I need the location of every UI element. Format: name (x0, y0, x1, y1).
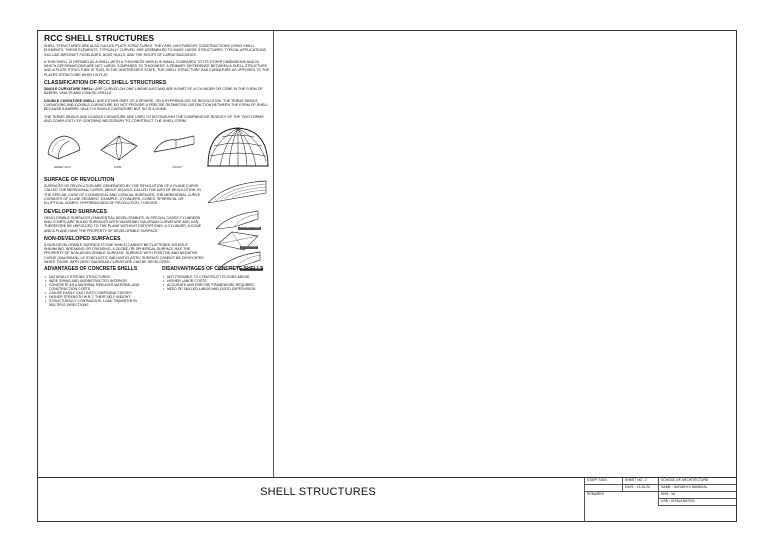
surface-of-revolution-section: SURFACE OF REVOLUTION SURFACES OF REVOLU… (44, 177, 270, 205)
advantages-list: NATURALLY STRONG STRUCTURES WIDE SPANS A… (44, 275, 152, 307)
usn-cell: USN : 01FA21BAT024 (658, 499, 736, 506)
single-curvature-text: ARE CURVED ON ONE LINEAR AXIS AND ARE A … (44, 87, 263, 96)
advantage-item: HIGHER STRENGTH W.R.T. THEIR SELF-WEIGHT (45, 295, 152, 299)
revolution-heading: SURFACE OF REVOLUTION (44, 177, 115, 184)
terms-paragraph: THE TERMS SINGLE AND DOUBLE CURVATURE AR… (44, 114, 264, 123)
dome-sketch (100, 135, 138, 161)
title-block: SHELL STRUCTURES STAFF SIGN SHEET NO : 2… (38, 477, 736, 522)
disadvantages-list: NOT POSSIBLE TO CONSTRUCT FLOORS ABOVE H… (162, 275, 270, 291)
non-developed-sketch-2 (217, 251, 261, 271)
sheet-no-cell: SHEET NO : 2 (622, 478, 658, 485)
nondeveloped-heading: NON-DEVELOPED SURFACES (44, 235, 121, 242)
disadvantage-item: ACCURATE AND PRECISE FRAMEWORK REQUIRED (163, 283, 270, 287)
classification-heading: CLASSIFICATION OF RCC SHELL STRUCTURES (44, 80, 167, 87)
dome-label: DOME (114, 166, 122, 170)
disadvantage-item: NOT POSSIBLE TO CONSTRUCT FLOORS ABOVE (163, 275, 270, 279)
drawing-sheet: RCC SHELL STRUCTURES SHELL STRUCTURES AR… (37, 30, 737, 522)
geodesic-dome-sketch (207, 127, 269, 167)
barrel-vault-sketch (47, 135, 81, 160)
vertical-divider (273, 31, 274, 477)
single-curvature-paragraph: SINGLE CURVATURE SHELL: ARE CURVED ON ON… (44, 87, 270, 96)
info-grid: STAFF SIGN SHEET NO : 2 SCHOOL OF ARCHIT… (584, 478, 736, 522)
advantage-item: CONCRETE AS A MATERIAL REDUCES MATERIAL … (45, 283, 152, 291)
date-cell: DATE : 13.10.24 (622, 485, 658, 492)
nondeveloped-tag-1: SYN. CONOID (240, 245, 259, 249)
double-curvature-paragraph: DOUBLE CURVATURE SHELL: ARE EITHER PART … (44, 99, 270, 112)
revolution-sketch (207, 180, 267, 204)
revolution-text: SURFACES OF REVOLUTION ARE GENERATED BY … (44, 184, 201, 206)
advantage-item: NATURALLY STRONG STRUCTURES (45, 275, 152, 279)
barrel-vault-label: BARREL VAULT (54, 166, 72, 170)
disadvantages-column: DISADVANTAGES OF CONCRETE SHELLS NOT POS… (162, 267, 270, 291)
conoid-label: CONOID (172, 166, 182, 170)
conoid-sketch (153, 135, 195, 153)
advantage-item: STRUCTURALLY CONTINUOUS, LOAD TRANSFER I… (45, 299, 152, 307)
double-curvature-term: DOUBLE CURVATURE SHELL: (44, 98, 97, 103)
sem-cell: SEM : VII (658, 492, 736, 499)
double-curvature-text: ARE EITHER PART OF A SPHERE, OR A HYPERB… (44, 98, 268, 112)
developed-tag: SYN. SALE SHEAR (238, 226, 262, 230)
content-column: RCC SHELL STRUCTURES SHELL STRUCTURES AR… (44, 34, 270, 325)
advantage-item: WIDE SPANS AND UNOBSTRUCTED INTERIOR (45, 279, 152, 283)
staff-sign-cell: STAFF SIGN (584, 478, 622, 485)
disadvantage-item: HIGHER LABOR COSTS (163, 279, 270, 283)
page-title: RCC SHELL STRUCTURES (44, 33, 155, 43)
disadvantage-item: NEED OF SKILLED LABOR AND GOOD SUPERVISI… (163, 287, 270, 291)
intro-paragraph-2: A THIN SHELL IS DEFINED AS A SHELL WITH … (44, 59, 270, 77)
remarks-cell: REMARKS (584, 492, 658, 522)
name-cell: NAME : SUNIDHI S KANDEAL (658, 485, 736, 492)
nondeveloped-tag-2: SYN. SALE SHEAR (240, 267, 264, 271)
developed-sketch (215, 210, 259, 229)
non-developed-surfaces-section: NON-DEVELOPED SURFACES A NON-DEVELOPABLE… (44, 231, 270, 271)
school-cell: SCHOOL OF ARCHITECTURE (658, 478, 736, 485)
nondeveloped-text: A NON-DEVELOPABLE SURFACE IS ONE WHICH C… (44, 242, 204, 265)
developed-heading: DEVELOPED SURFACES (44, 208, 107, 215)
intro-paragraph-1: SHELL STRUCTURES ARE ALSO CALLED PLATE S… (44, 44, 266, 57)
advantages-heading: ADVANTAGES OF CONCRETE SHELLS (44, 266, 138, 273)
advantages-column: ADVANTAGES OF CONCRETE SHELLS NATURALLY … (44, 267, 152, 307)
disadvantages-heading: DISADVANTAGES OF CONCRETE SHELLS (162, 266, 264, 273)
shell-types-figures: BARREL VAULT DOME CONOID (44, 126, 270, 174)
single-curvature-term: SINGLE CURVATURE SHELL: (44, 87, 95, 92)
sheet-title: SHELL STRUCTURES (260, 486, 376, 498)
advantage-item: CAN BE EASILY CAST INTO COMPOUND CURVES (45, 291, 152, 295)
developed-surfaces-section: DEVELOPED SURFACES DEVELOPABLE SURFACES … (44, 209, 270, 233)
developed-text: DEVELOPABLE SURFACES (TANGENTIAL DEVELOP… (44, 215, 202, 233)
advantages-disadvantages: ADVANTAGES OF CONCRETE SHELLS NATURALLY … (44, 267, 270, 325)
staff-sign-space (584, 485, 622, 492)
